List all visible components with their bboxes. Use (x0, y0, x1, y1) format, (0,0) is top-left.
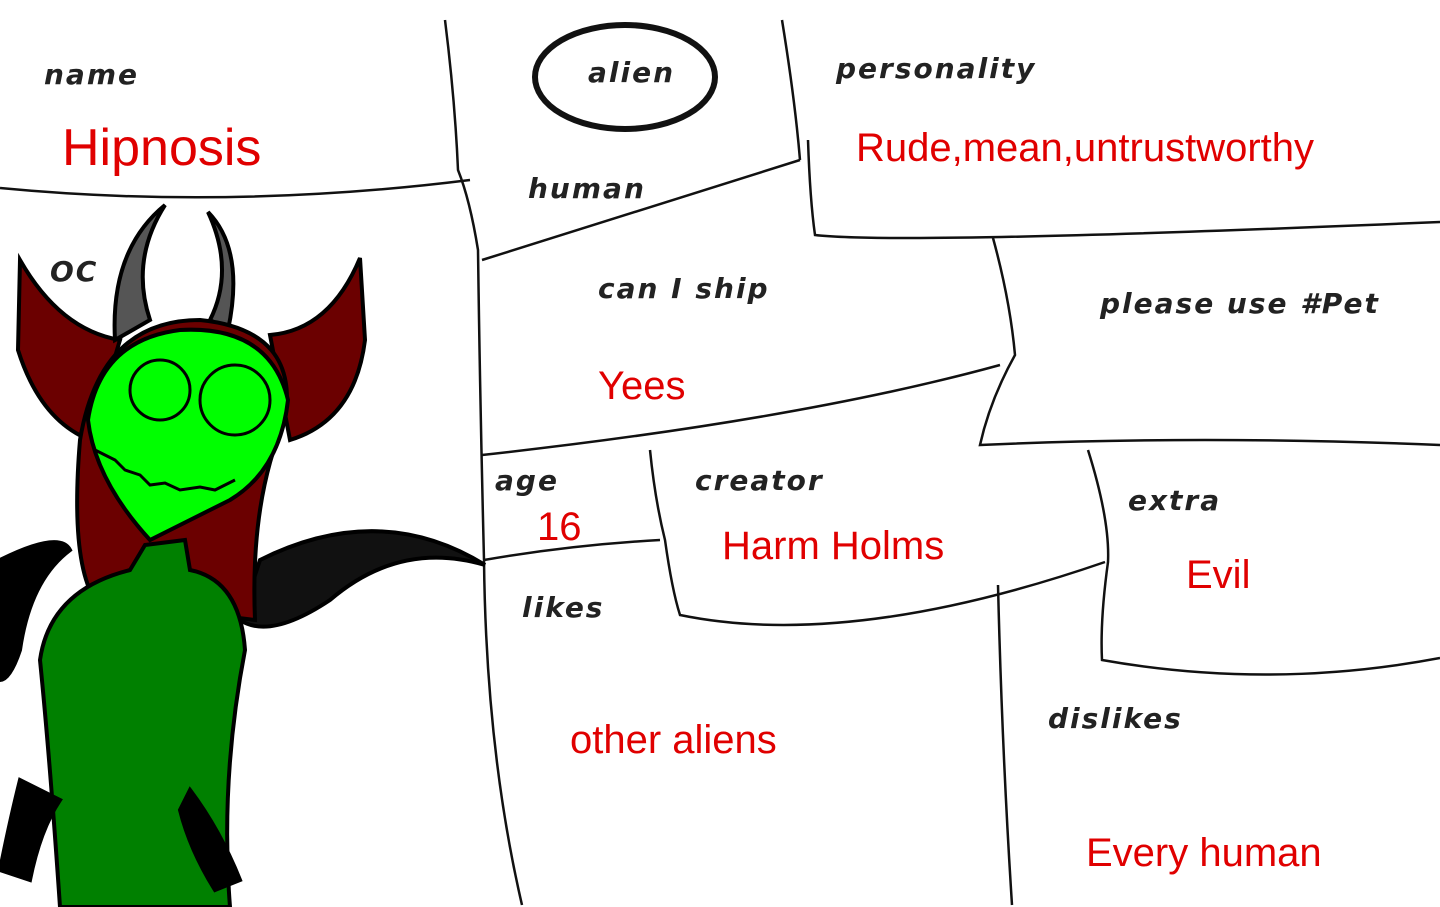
dislikes-value: Every human (1086, 831, 1322, 875)
name-label: name (44, 58, 139, 91)
oc-label: OC (50, 255, 99, 288)
personality-label: personality (836, 52, 1037, 85)
creator-value: Harm Holms (722, 524, 945, 568)
likes-label: likes (522, 591, 605, 624)
age-value: 16 (537, 505, 582, 549)
dislikes-label: dislikes (1048, 702, 1183, 735)
alien-selection-circle (532, 22, 718, 132)
character-drawing (0, 203, 487, 907)
creator-label: creator (695, 464, 824, 497)
extra-label: extra (1128, 484, 1222, 517)
name-value: Hipnosis (62, 119, 262, 177)
age-label: age (495, 464, 559, 497)
personality-value: Rude,mean,untrustworthy (856, 126, 1315, 170)
can-i-ship-label: can I ship (598, 272, 770, 305)
extra-value: Evil (1186, 553, 1251, 597)
can-i-ship-value: Yees (598, 364, 686, 408)
species-option-human: human (528, 172, 646, 205)
species-option-alien: alien (588, 56, 676, 89)
likes-value: other aliens (570, 718, 777, 762)
please-use-label: please use #Pet (1100, 287, 1380, 320)
